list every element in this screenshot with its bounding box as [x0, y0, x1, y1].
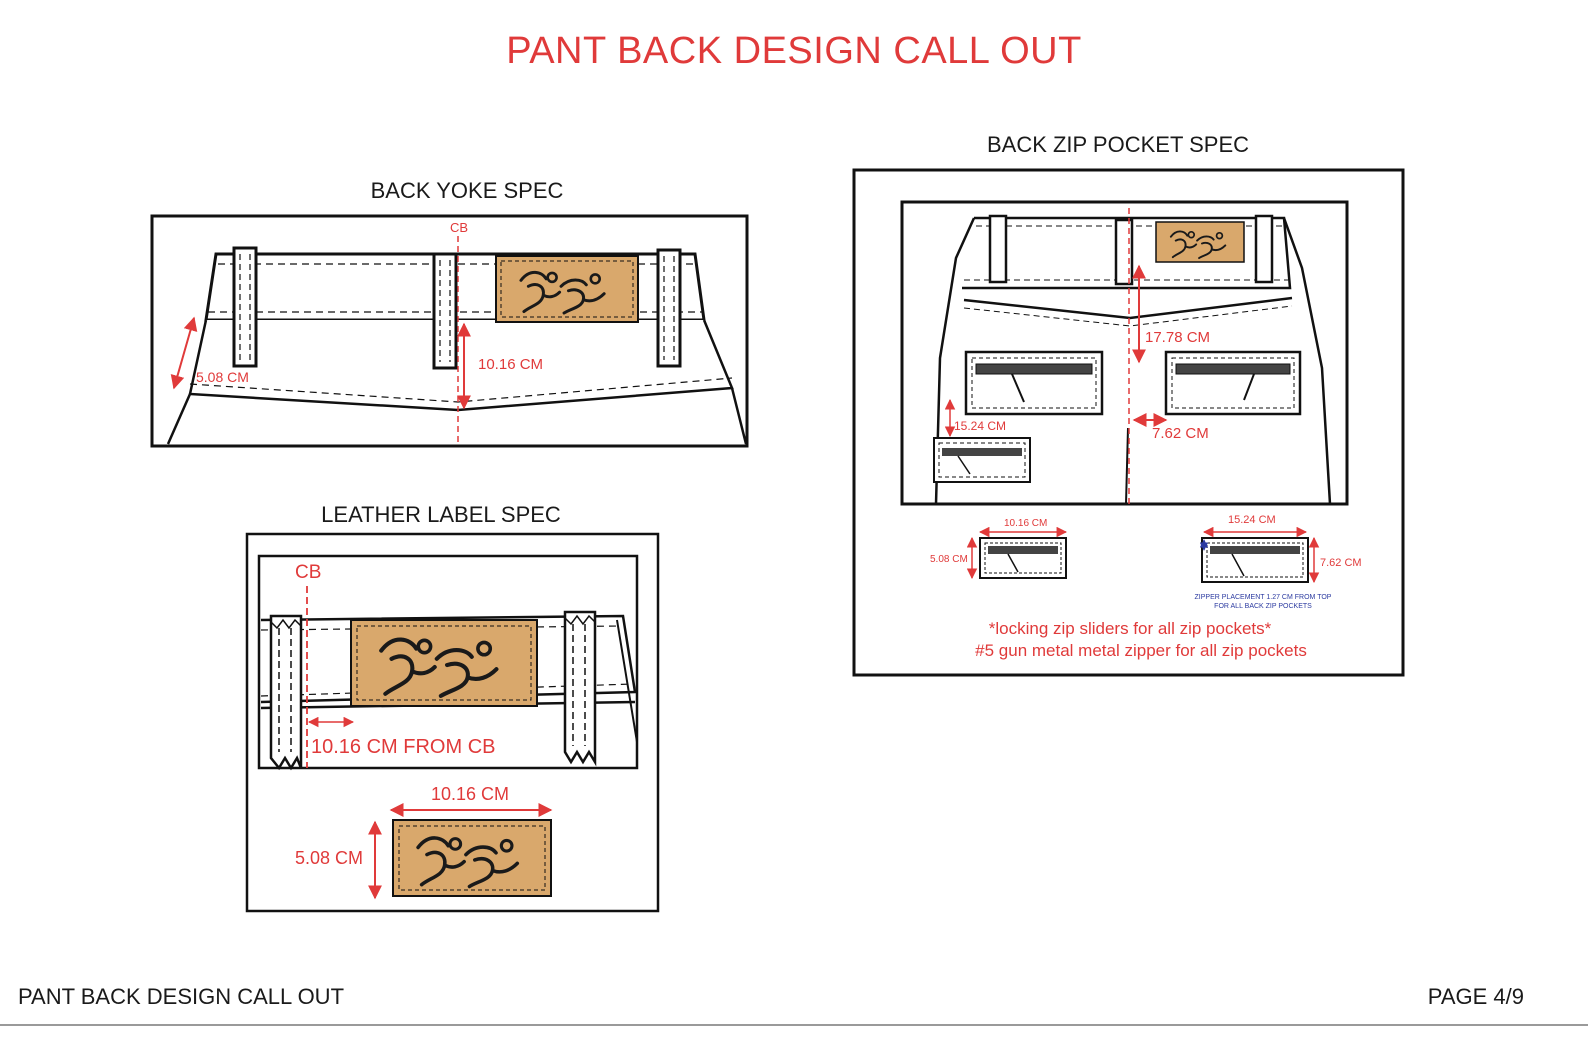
leather-cb-label: CB [295, 562, 321, 583]
leather-drawing: CB 10.16 CM FROM CB 10.16 CM 5.08 CM [245, 532, 660, 913]
m-1524: 15.24 CM [954, 419, 1006, 433]
leather-label-detail [392, 819, 552, 897]
yoke-drawing: CB 10.16 CM 5.08 CM [150, 214, 749, 448]
belt-loop-left [269, 614, 303, 771]
yoke-side-arrow [170, 316, 198, 390]
big-pocket-diagram [1201, 537, 1309, 583]
leather-label [495, 255, 639, 323]
yoke-side-label: 5.08 CM [196, 369, 249, 385]
zip-pocket-right [1164, 350, 1302, 416]
zip-drawing: 17.78 CM 7.62 CM 15.24 CM 10.16 CM 5.08 … [852, 168, 1405, 677]
placement-note-1: ZIPPER PLACEMENT 1.27 CM FROM TOP [1195, 594, 1332, 601]
leather-label [1155, 221, 1245, 263]
small-h: 5.08 CM [930, 554, 968, 565]
page-title: PANT BACK DESIGN CALL OUT [506, 30, 1082, 72]
zip-pocket-left [964, 350, 1104, 416]
leather-title: LEATHER LABEL SPEC [321, 502, 561, 527]
footer-divider [0, 1024, 1588, 1026]
page-number: PAGE 4/9 [1427, 984, 1524, 1009]
big-w: 15.24 CM [1228, 514, 1276, 526]
belt-loop-right [563, 610, 597, 767]
footer-title: PANT BACK DESIGN CALL OUT [18, 984, 345, 1009]
yoke-cb-label: CB [450, 220, 468, 235]
label-height: 5.08 CM [295, 848, 363, 868]
leather-label [350, 619, 538, 707]
big-h: 7.62 CM [1320, 557, 1362, 569]
belt-loop-center [432, 252, 458, 370]
zip-note-2: #5 gun metal metal zipper for all zip po… [975, 641, 1307, 660]
belt-loop-right [656, 248, 682, 368]
placement-note-2: FOR ALL BACK ZIP POCKETS [1214, 603, 1312, 610]
belt-loop-center [1114, 218, 1134, 286]
belt-loop-left [988, 214, 1008, 284]
m-1778: 17.78 CM [1145, 329, 1210, 346]
m-762: 7.62 CM [1152, 425, 1209, 442]
zip-pocket-side [933, 437, 1031, 483]
label-width: 10.16 CM [431, 784, 509, 804]
belt-loop-right [1254, 214, 1274, 284]
small-w: 10.16 CM [1004, 518, 1047, 529]
yoke-title: BACK YOKE SPEC [370, 178, 564, 203]
zip-note-1: *locking zip sliders for all zip pockets… [989, 619, 1272, 638]
from-cb-label: 10.16 CM FROM CB [311, 736, 495, 758]
yoke-height-label: 10.16 CM [478, 356, 543, 373]
small-pocket-diagram [979, 537, 1067, 579]
zip-title: BACK ZIP POCKET SPEC [986, 132, 1250, 157]
belt-loop-left [232, 246, 258, 368]
